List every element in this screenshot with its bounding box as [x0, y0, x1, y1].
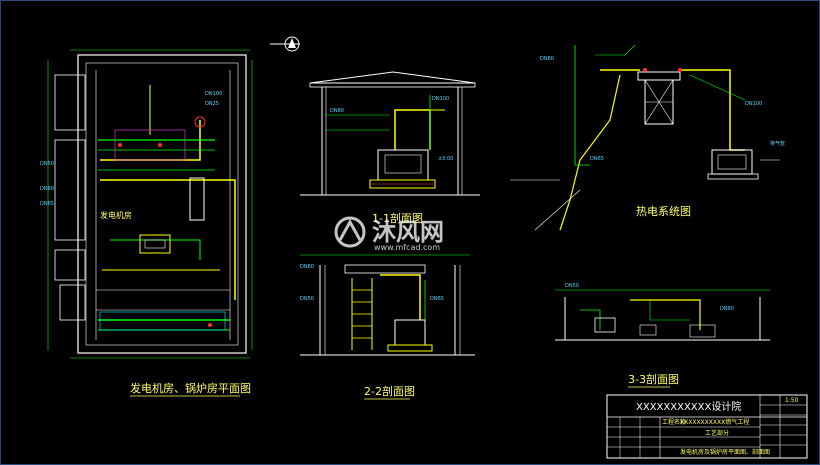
svg-text:DN100: DN100 — [745, 101, 762, 107]
plan-title: 发电机房、锅炉房平面图 — [130, 381, 251, 395]
svg-text:DN80: DN80 — [540, 56, 554, 62]
svg-text:DN65: DN65 — [430, 296, 444, 302]
watermark-text: 沐风网 — [372, 218, 444, 246]
title-block-sheet-title: 发电机房及锅炉房平面图、剖面图 — [680, 448, 770, 456]
section-3-3-title: 3-3剖面图 — [628, 372, 679, 386]
svg-text:DN50: DN50 — [565, 283, 579, 289]
svg-text:DN65: DN65 — [590, 156, 604, 162]
section-2-2-view: DN80 DN50 DN65 2-2剖面图 — [300, 254, 475, 400]
svg-text:DN100: DN100 — [432, 96, 449, 102]
section-3-3-view: DN50 DN80 3-3剖面图 — [555, 283, 770, 388]
exhaust-label: 排气管 — [770, 140, 785, 147]
svg-text:DN50: DN50 — [40, 161, 54, 167]
plan-room-label: 发电机房 — [100, 210, 132, 220]
svg-text:DN25: DN25 — [205, 101, 219, 107]
title-block: XXXXXXXXXXX设计院 工程名称 XXXXXXXXXXX燃气工程 工艺部分… — [606, 394, 808, 459]
svg-text:DN80: DN80 — [720, 306, 734, 312]
title-block-row-label: 工程名称 — [662, 418, 686, 426]
north-arrow-icon — [270, 36, 300, 52]
system-diagram-view: DN80 DN65 DN100 排气管 热电系统图 — [510, 44, 785, 231]
title-block-project: XXXXXXXXXXX燃气工程 — [680, 418, 749, 426]
watermark-url: www.mfcad.com — [374, 243, 440, 252]
svg-text:DN65: DN65 — [40, 201, 54, 207]
section-1-1-view: DN80 DN100 ±0.00 1-1剖面图 — [300, 71, 480, 225]
svg-text:DN50: DN50 — [300, 296, 314, 302]
title-block-institute: XXXXXXXXXXX设计院 — [636, 400, 741, 413]
section-1-1-title: 1-1剖面图 — [372, 211, 423, 225]
watermark-logo: 沐风网 www.mfcad.com — [334, 216, 444, 252]
svg-text:DN100: DN100 — [205, 91, 222, 97]
section-2-2-title: 2-2剖面图 — [364, 384, 415, 398]
svg-text:DN80: DN80 — [300, 264, 314, 270]
svg-text:DN80: DN80 — [40, 186, 54, 192]
plan-view: DN50 DN80 DN65 DN100 DN25 发电机房 发电机房、锅炉房平… — [40, 49, 253, 397]
svg-text:DN80: DN80 — [330, 108, 344, 114]
title-block-subject: 工艺部分 — [705, 429, 729, 437]
title-block-scale: 1:50 — [785, 397, 799, 404]
system-diagram-title: 热电系统图 — [636, 205, 691, 218]
svg-text:±0.00: ±0.00 — [438, 156, 453, 162]
